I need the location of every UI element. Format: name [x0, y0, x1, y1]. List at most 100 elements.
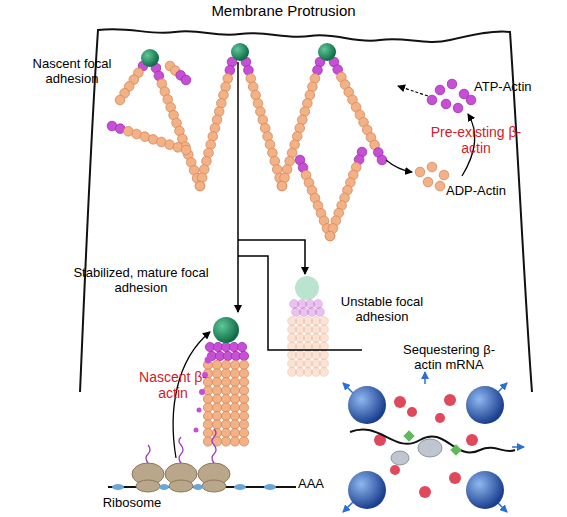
actin-monomer [320, 351, 329, 360]
actin-monomer [288, 351, 297, 360]
actin-monomer [466, 95, 476, 105]
actin-monomer [304, 351, 313, 360]
actin-monomer [314, 300, 323, 309]
actin-monomer [181, 145, 191, 155]
actin-monomer [212, 369, 221, 378]
actin-monomer [300, 308, 309, 317]
actin-monomer [212, 394, 221, 403]
nascent-adhesion-ball [231, 43, 249, 61]
actin-monomer [230, 394, 239, 403]
actin-monomer [320, 317, 329, 326]
actin-monomer [212, 428, 221, 437]
actin-monomer [304, 317, 313, 326]
actin-monomer [296, 334, 305, 343]
actin-monomer [203, 403, 212, 412]
actin-monomer [239, 428, 248, 437]
actin-monomer [239, 386, 248, 395]
actin-monomer [288, 368, 297, 377]
actin-monomer [435, 181, 445, 191]
actin-monomer [308, 308, 317, 317]
actin-monomer [212, 377, 221, 386]
nascent-adhesion-ball [318, 43, 336, 61]
actin-monomer [212, 360, 221, 369]
actin-monomer [230, 369, 239, 378]
actin-monomer [203, 420, 212, 429]
actin-monomer [288, 359, 297, 368]
actin-monomer [288, 325, 297, 334]
actin-monomer [296, 317, 305, 326]
actin-monomer [325, 231, 335, 241]
actin-monomer [203, 428, 212, 437]
actin-monomer [441, 99, 451, 109]
actin-monomer [427, 95, 437, 105]
actin-filaments [107, 57, 476, 446]
actin-monomer [277, 181, 287, 191]
actin-monomer [230, 437, 239, 446]
actin-monomer [312, 325, 321, 334]
part-label: Nascent focal adhesion [16, 57, 128, 87]
actin-monomer [288, 334, 297, 343]
actin-monomer [230, 386, 239, 395]
actin-monomer [320, 334, 329, 343]
nascent-actin-dots [194, 357, 212, 433]
cell-outline [80, 29, 532, 392]
actin-monomer [312, 317, 321, 326]
actin-monomer [230, 403, 239, 412]
actin-monomer [239, 394, 248, 403]
actin-monomer [312, 368, 321, 377]
actin-monomer [320, 359, 329, 368]
mature-adhesion-ball [213, 317, 239, 343]
nascent-adhesion-ball [141, 49, 159, 67]
actin-monomer [203, 411, 212, 420]
title: Membrane Protrusion [0, 2, 567, 19]
part-label: ADP-Actin [446, 184, 536, 199]
actin-monomer [439, 170, 449, 180]
actin-monomer [298, 300, 307, 309]
actin-monomer [195, 181, 205, 191]
highlight-label: Pre-existing β-actin [428, 124, 524, 156]
actin-monomer [203, 437, 212, 446]
actin-monomer [415, 167, 425, 177]
actin-monomer [453, 103, 463, 113]
cycle-arrow [398, 86, 428, 96]
pathway-line [237, 62, 239, 312]
actin-monomer [296, 359, 305, 368]
actin-monomer [195, 181, 205, 191]
actin-monomer [312, 334, 321, 343]
actin-monomer [230, 411, 239, 420]
actin-monomer [296, 351, 305, 360]
actin-monomer [239, 369, 248, 378]
actin-monomer [221, 420, 230, 429]
actin-monomer [115, 95, 125, 105]
part-label: Sequestering β-actin mRNA [390, 343, 508, 373]
actin-monomer [203, 394, 212, 403]
unstable-adhesion-ball [295, 276, 319, 300]
actin-monomer [304, 359, 313, 368]
mrna-marks [112, 484, 276, 490]
actin-monomer [290, 300, 299, 309]
actin-monomer [296, 368, 305, 377]
part-label: Ribosome [92, 496, 172, 511]
actin-monomer [304, 325, 313, 334]
actin-monomer [239, 377, 248, 386]
actin-monomer [239, 403, 248, 412]
actin-monomer [221, 386, 230, 395]
actin-monomer [239, 411, 248, 420]
actin-monomer [221, 394, 230, 403]
actin-monomer [237, 342, 246, 351]
actin-monomer [212, 403, 221, 412]
actin-monomer [306, 300, 315, 309]
actin-monomer [423, 177, 433, 187]
sequence-label: AAA [298, 477, 338, 492]
actin-monomer [221, 377, 230, 386]
actin-monomer [292, 308, 301, 317]
mrna-granule [343, 372, 524, 512]
part-label: ATP-Actin [474, 80, 564, 95]
actin-monomer [304, 368, 313, 377]
actin-monomer [230, 360, 239, 369]
actin-monomer [181, 75, 191, 85]
actin-monomer [230, 428, 239, 437]
actin-monomer [288, 317, 297, 326]
actin-monomer [212, 386, 221, 395]
actin-monomer [427, 162, 437, 172]
